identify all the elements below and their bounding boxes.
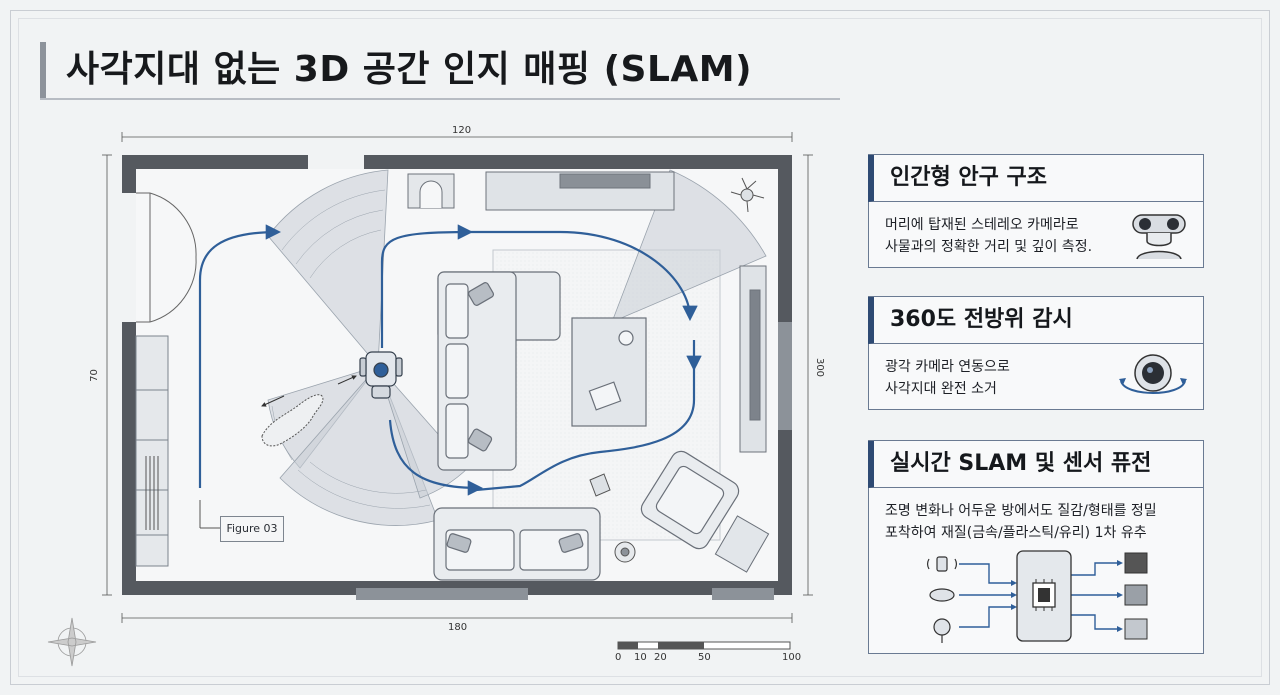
scale-label: 100 <box>782 652 802 663</box>
dim-left: 70 <box>88 369 100 382</box>
pet <box>261 394 324 447</box>
plant <box>730 177 765 213</box>
fireplace <box>407 173 455 209</box>
bottom-sofa <box>433 507 601 581</box>
scale-label: 50 <box>698 652 711 663</box>
scale-bar <box>617 641 791 650</box>
card-humanoid-eye: 인간형 안구 구조 머리에 탑재된 스테레오 카메라로 사물과의 정확한 거리 … <box>868 154 1204 268</box>
floor-plan <box>47 132 813 667</box>
card-text: 사각지대 완전 소거 <box>885 381 997 397</box>
wide-angle-camera-icon <box>1119 354 1187 394</box>
door <box>136 192 197 323</box>
robot <box>359 351 403 399</box>
compass-rose-icon <box>47 617 97 667</box>
card-heading: 360도 전방위 감시 <box>868 297 1203 344</box>
coffee-table <box>571 317 647 427</box>
dim-bottom: 180 <box>448 622 468 633</box>
floor-object <box>589 473 611 497</box>
wall-tv <box>739 265 767 453</box>
card-heading: 인간형 안구 구조 <box>868 155 1203 202</box>
stereo-camera-head-icon <box>1132 214 1186 260</box>
scale-label: 20 <box>654 652 667 663</box>
card-text: 조명 변화나 어두운 방에서도 질감/형태를 정밀 <box>885 503 1157 519</box>
side-table <box>714 515 770 573</box>
sectional-sofa <box>437 271 561 471</box>
card-360-monitoring: 360도 전방위 감시 광각 카메라 연동으로 사각지대 완전 소거 <box>868 296 1204 410</box>
dimension-lines <box>102 132 813 623</box>
armchair <box>640 450 740 550</box>
dim-top: 120 <box>452 125 472 136</box>
scale-label: 10 <box>634 652 647 663</box>
bookshelf <box>135 335 169 567</box>
scale-label: 0 <box>615 652 622 663</box>
floor-lamp <box>614 541 636 563</box>
card-slam-sensor-fusion: 실시간 SLAM 및 센서 퓨전 조명 변화나 어두운 방에서도 질감/형태를 … <box>868 440 1204 654</box>
card-text: 머리에 탑재된 스테레오 카메라로 <box>885 217 1079 233</box>
inner-frame <box>18 18 1262 677</box>
card-text: 포착하여 재질(금속/플라스틱/유리) 1차 유추 <box>885 525 1147 541</box>
title-underline <box>40 98 840 100</box>
tv-stand <box>485 171 675 211</box>
dim-right: 300 <box>814 357 826 378</box>
navigation-path <box>198 224 702 496</box>
title-accent-bar <box>40 42 46 98</box>
page-title: 사각지대 없는 3D 공간 인지 매핑 (SLAM) <box>66 49 753 90</box>
card-text: 광각 카메라 연동으로 <box>885 359 1010 375</box>
outer-frame <box>10 10 1270 685</box>
card-heading: 실시간 SLAM 및 센서 퓨전 <box>868 441 1203 488</box>
sensor-fusion-diagram-icon <box>927 550 1148 643</box>
card-text: 사물과의 정확한 거리 및 깊이 측정. <box>885 239 1093 255</box>
figure-label: Figure 03 <box>220 516 284 542</box>
